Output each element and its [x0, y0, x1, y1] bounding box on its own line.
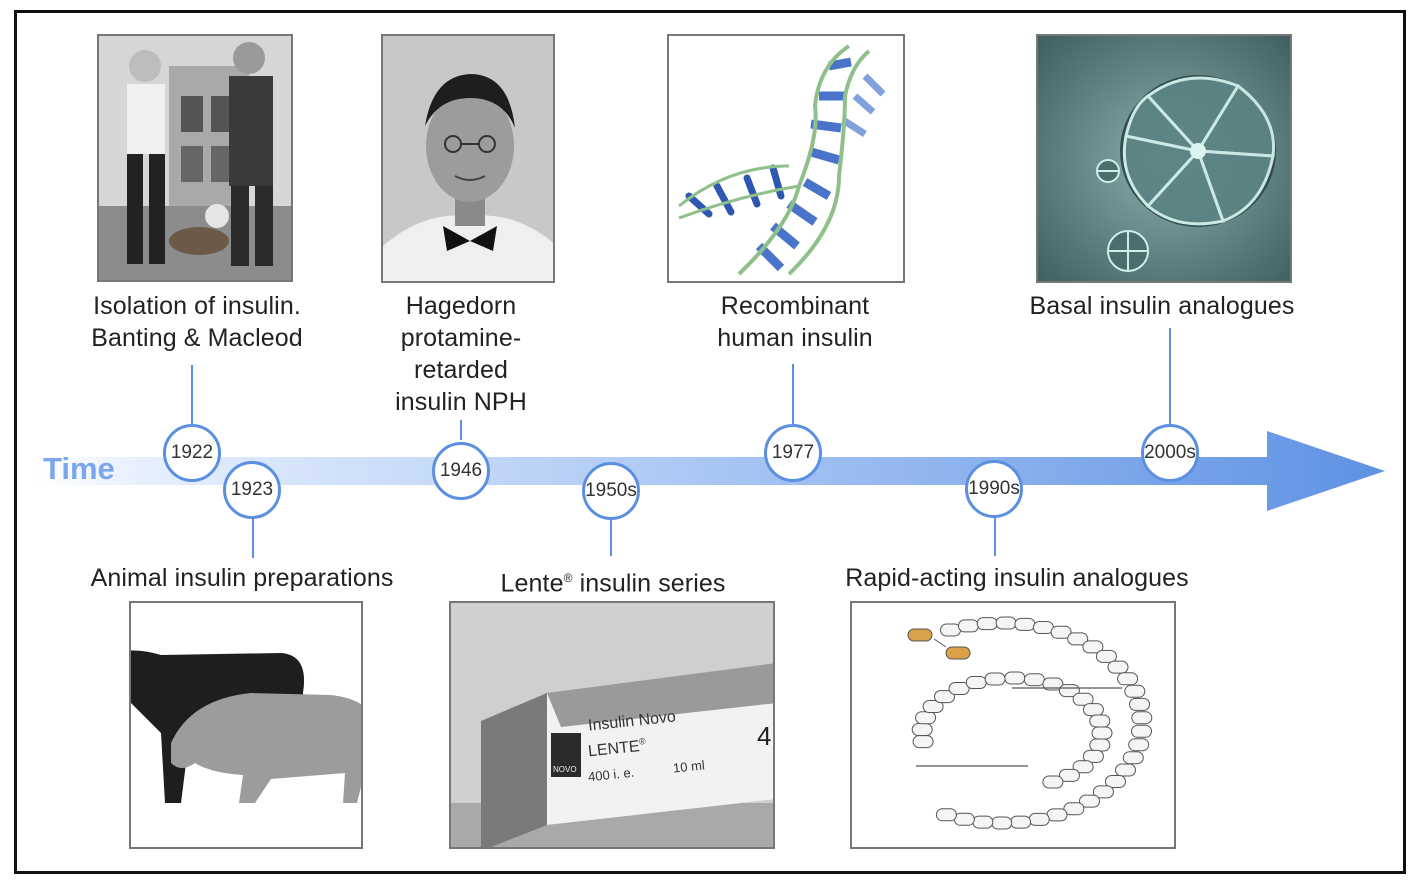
event-label-1977-line2: human insulin: [717, 324, 873, 352]
amino-acid-bead: [965, 676, 987, 689]
amino-acid-bead: [1091, 726, 1113, 740]
amino-acid-bead: [976, 617, 998, 631]
amino-acid-bead: [1105, 775, 1126, 788]
amino-acid-bead: [1042, 775, 1064, 789]
connector-1923: [252, 518, 254, 558]
event-label-1977: Recombinant human insulin: [690, 290, 900, 354]
event-label-1946-line1: Hagedorn: [405, 292, 517, 320]
lente-label-rest: insulin series: [572, 569, 726, 598]
event-label-1946-line4: insulin NPH: [395, 388, 527, 416]
amino-acid-bead: [911, 723, 933, 736]
amino-acid-bead: [915, 711, 937, 725]
year-marker-1977: 1977: [764, 424, 822, 482]
amino-acid-bead: [948, 682, 970, 695]
dna-illustration: [667, 34, 905, 283]
amino-acid-bead: [1046, 808, 1068, 822]
year-marker-1922: 1922: [163, 424, 221, 482]
event-label-1946-line3: retarded: [414, 356, 508, 384]
amino-acid-bead: [1032, 621, 1054, 634]
lente-registered-mark: ®: [563, 571, 573, 585]
amino-acid-bead: [922, 700, 944, 713]
amino-acid-bead: [1117, 672, 1139, 686]
time-axis-label: Time: [43, 451, 115, 486]
amino-acid-bead: [953, 812, 975, 826]
amino-acid-bead: [1014, 617, 1036, 631]
amino-acid-bead: [1124, 684, 1146, 698]
amino-acid-bead: [1050, 625, 1072, 639]
amino-acid-bead: [1082, 703, 1104, 717]
amino-acid-bead: [1089, 714, 1111, 728]
amino-acid-bead: [940, 623, 961, 637]
amino-acid-bead: [912, 735, 934, 749]
event-label-1950s: Lente® insulin series: [470, 562, 756, 599]
amino-acid-chain-diagram: [907, 616, 1153, 830]
amino-acid-bead: [1079, 794, 1100, 808]
amino-acid-bead: [995, 616, 1017, 630]
amino-acid-bead: [1004, 671, 1026, 685]
amino-acid-bead: [1028, 812, 1050, 826]
insulin-crystal-micrograph: [1036, 34, 1292, 283]
amino-acid-bead: [1058, 768, 1080, 782]
event-label-1990s-line1: Rapid-acting insulin analogues: [845, 564, 1189, 592]
year-marker-1950s: 1950s: [582, 462, 640, 520]
connector-2000s: [1169, 328, 1171, 424]
amino-acid-chain-panel: [850, 601, 1176, 849]
event-label-1946-line2: protamine-: [400, 324, 522, 352]
year-marker-1990s: 1990s: [965, 460, 1023, 518]
lente-box-photo: Insulin Novo LENTE® 400 i. e. 10 ml 4 NO…: [449, 601, 775, 849]
amino-acid-bead: [1010, 815, 1032, 829]
amino-acid-bead: [1115, 763, 1136, 777]
connector-1922: [191, 365, 193, 425]
amino-acid-bead: [934, 690, 955, 704]
amino-acid-bead: [1129, 697, 1150, 711]
box-text-side-number: 4: [757, 721, 772, 751]
banting-macleod-photo: [97, 34, 293, 282]
box-text-maker: NOVO: [553, 765, 577, 774]
timeline-arrow: [37, 431, 1385, 511]
amino-acid-bead: [1107, 660, 1129, 674]
year-marker-1923: 1923: [223, 461, 281, 519]
event-label-1923-line1: Animal insulin preparations: [90, 564, 394, 592]
event-label-1922: Isolation of insulin. Banting & Macleod: [72, 290, 322, 354]
year-marker-1946: 1946: [432, 442, 490, 500]
amino-acid-bead: [1082, 640, 1104, 654]
amino-acid-bead: [1122, 751, 1144, 765]
amino-acid-bead: [1023, 673, 1045, 687]
amino-acid-bead: [1067, 632, 1089, 646]
amino-acid-bead: [1092, 785, 1114, 799]
animal-silhouettes-panel: [129, 601, 363, 849]
lente-label-main: Lente: [500, 569, 564, 598]
event-label-1922-line1: Isolation of insulin.: [93, 292, 301, 320]
connector-1977: [792, 364, 794, 424]
event-label-1946: Hagedorn protamine- retarded insulin NPH: [365, 290, 557, 418]
amino-acid-bead: [1095, 649, 1117, 663]
connector-1950s: [610, 520, 612, 556]
amino-acid-bead: [991, 816, 1013, 830]
amino-acid-bead: [1131, 724, 1152, 738]
amino-acid-bead: [1072, 760, 1094, 774]
event-label-1990s: Rapid-acting insulin analogues: [820, 562, 1214, 594]
hagedorn-portrait-photo: [381, 34, 555, 283]
amino-acid-bead: [1089, 738, 1111, 752]
event-label-2000s: Basal insulin analogues: [1012, 290, 1312, 322]
amino-acid-bead: [1128, 738, 1150, 752]
event-label-1923: Animal insulin preparations: [70, 562, 414, 594]
amino-acid-bead: [1063, 802, 1085, 816]
connector-1946: [460, 420, 462, 440]
amino-acid-bead: [984, 672, 1006, 686]
amino-acid-bead: [1082, 749, 1104, 763]
amino-acid-bead: [1072, 692, 1094, 706]
amino-acid-bead: [972, 815, 994, 829]
event-label-2000s-line1: Basal insulin analogues: [1029, 292, 1295, 320]
amino-acid-bead: [958, 619, 979, 633]
amino-acid-bead: [1042, 677, 1064, 691]
amino-acid-bead: [935, 808, 957, 822]
connector-1990s: [994, 518, 996, 556]
amino-acid-bead: [1131, 711, 1153, 725]
event-label-1977-line1: Recombinant: [720, 292, 870, 320]
box-text-registered: ®: [638, 736, 647, 747]
year-marker-2000s: 2000s: [1141, 424, 1199, 482]
timeline-arrow-shape: [37, 431, 1385, 511]
event-label-1922-line2: Banting & Macleod: [91, 324, 303, 352]
